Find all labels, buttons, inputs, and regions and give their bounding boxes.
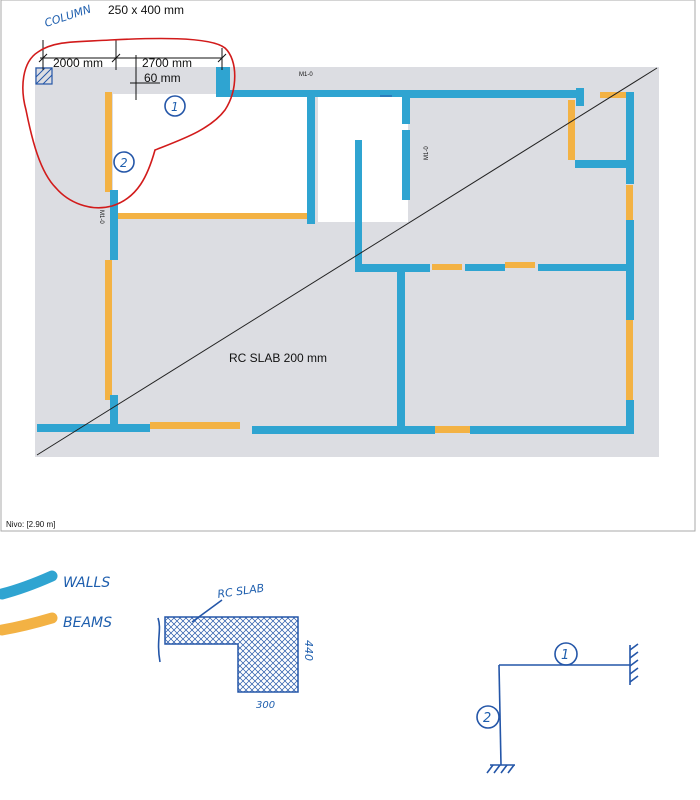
beam [626,320,633,400]
wall [405,90,580,98]
beam [432,264,462,270]
beam [105,260,112,400]
wall [402,130,410,200]
section-width-label: 300 [256,700,275,711]
frame-node-2-label: 2 [483,711,491,726]
element-1-marker [164,95,186,117]
structural-frame-sketch: 1 2 [476,642,639,774]
dimension-60-label: 60 mm [144,71,181,85]
break-line [157,617,161,663]
wall [355,140,362,270]
wall [576,88,584,106]
dimension-2000-label: 2000 mm [53,56,103,70]
wall [110,395,118,427]
column-size-label: 250 x 400 mm [108,3,184,17]
beam [626,185,633,220]
beam [435,426,470,433]
wall [402,94,410,124]
beams-group [105,92,633,433]
beam [505,262,535,268]
wall [307,94,315,224]
element-2-marker [113,151,135,173]
wall-tag-left: M1-0 [98,210,104,224]
wall [470,426,630,434]
legend: WALLS BEAMS [0,570,112,636]
wall [355,264,430,272]
wall [575,160,630,168]
wall [626,400,634,434]
walls-legend-swatch [0,570,58,600]
beams-legend-swatch [0,612,58,636]
stair-opening [318,94,408,222]
frame-node-1-marker [554,642,578,666]
wall [230,90,410,97]
wall [626,220,634,320]
leader-line [191,599,223,623]
wall-tag-top: M1-0 [299,72,313,78]
frame-node-2-marker [476,705,500,729]
slab-beam-section: RC SLAB 440 300 [157,582,315,711]
section-slab-label: RC SLAB [217,582,265,601]
wall [37,424,150,432]
wall [626,92,634,184]
wall [465,264,505,271]
walls-legend-label: WALLS [63,575,110,591]
revision-cloud [22,37,236,209]
beam [113,213,308,219]
slab-label: RC SLAB 200 mm [229,351,327,365]
wall [397,268,405,428]
element-2-label: 2 [120,156,128,170]
section-outline [164,616,299,693]
wall-tag-right: M1-0 [424,146,430,160]
wall [538,264,630,271]
wall [252,426,435,434]
element-1-label: 1 [171,100,179,114]
section-height-label: 440 [302,640,315,661]
beam [150,422,240,429]
slab-diagonal-line [36,67,658,456]
beam [568,100,575,160]
dimension-2700-label: 2700 mm [142,56,192,70]
frame-column-line [498,664,502,766]
level-label: Nivo: [2.90 m] [6,520,55,529]
wall [110,190,118,260]
column [216,67,230,97]
walls-group [37,67,634,434]
dimension-lines [38,40,227,100]
slab-opening-left [113,94,308,218]
beam [105,92,112,192]
beams-legend-label: BEAMS [63,615,112,631]
frame-node-1-label: 1 [561,648,569,663]
